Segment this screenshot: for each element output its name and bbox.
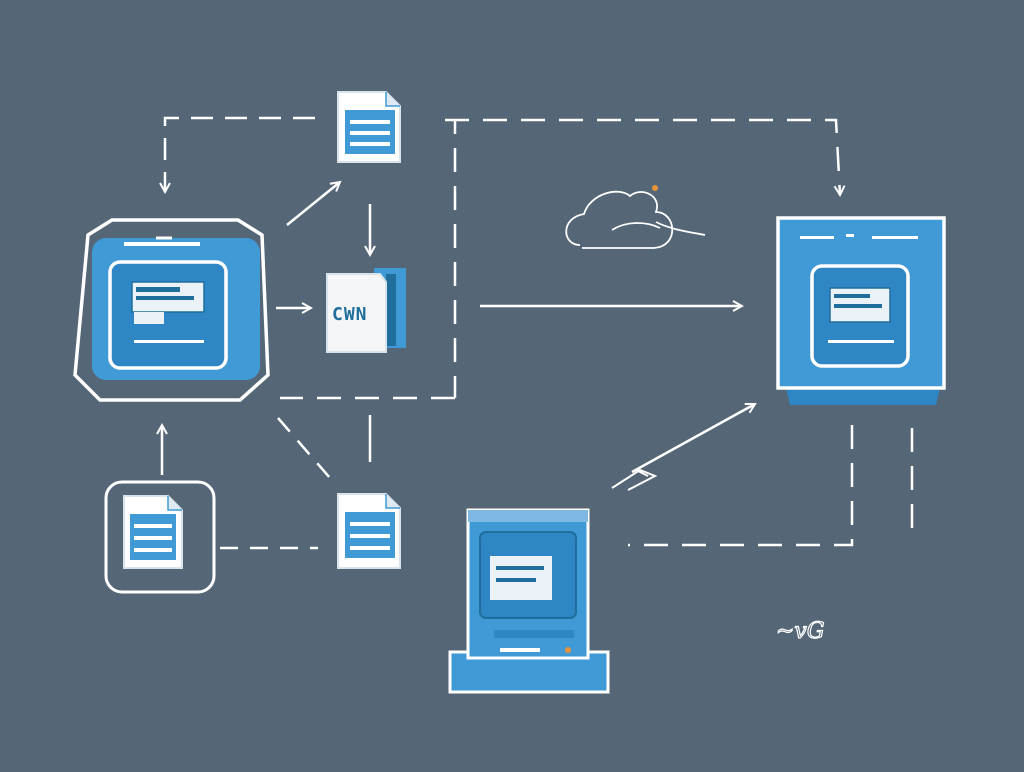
- dashed-connector-top-left: [165, 116, 315, 192]
- scribble-text: ~vG: [776, 619, 824, 644]
- cloud-icon: [565, 185, 706, 249]
- dashed-connector-monitor-to-laptop: [628, 425, 854, 547]
- labeled-document-icon[interactable]: CWN: [326, 268, 406, 353]
- document-icon[interactable]: [337, 91, 401, 163]
- scribble: ~vG: [775, 618, 825, 644]
- monitor-icon[interactable]: [776, 216, 946, 405]
- arrow-server-to-top-doc: [286, 182, 340, 226]
- document-icon[interactable]: [337, 493, 401, 569]
- document-icon[interactable]: [104, 480, 216, 594]
- connectors: [162, 116, 914, 550]
- dashed-connector-diagonal: [277, 417, 331, 479]
- arrow-laptop-flourish: [611, 468, 658, 491]
- server-icon[interactable]: [73, 218, 270, 402]
- arrow-laptop-to-monitor: [631, 402, 755, 474]
- orange-dot-icon: [652, 185, 658, 191]
- laptop-icon[interactable]: [448, 508, 610, 694]
- document-label: CWN: [332, 304, 368, 325]
- dashed-connector-top-right: [445, 118, 840, 398]
